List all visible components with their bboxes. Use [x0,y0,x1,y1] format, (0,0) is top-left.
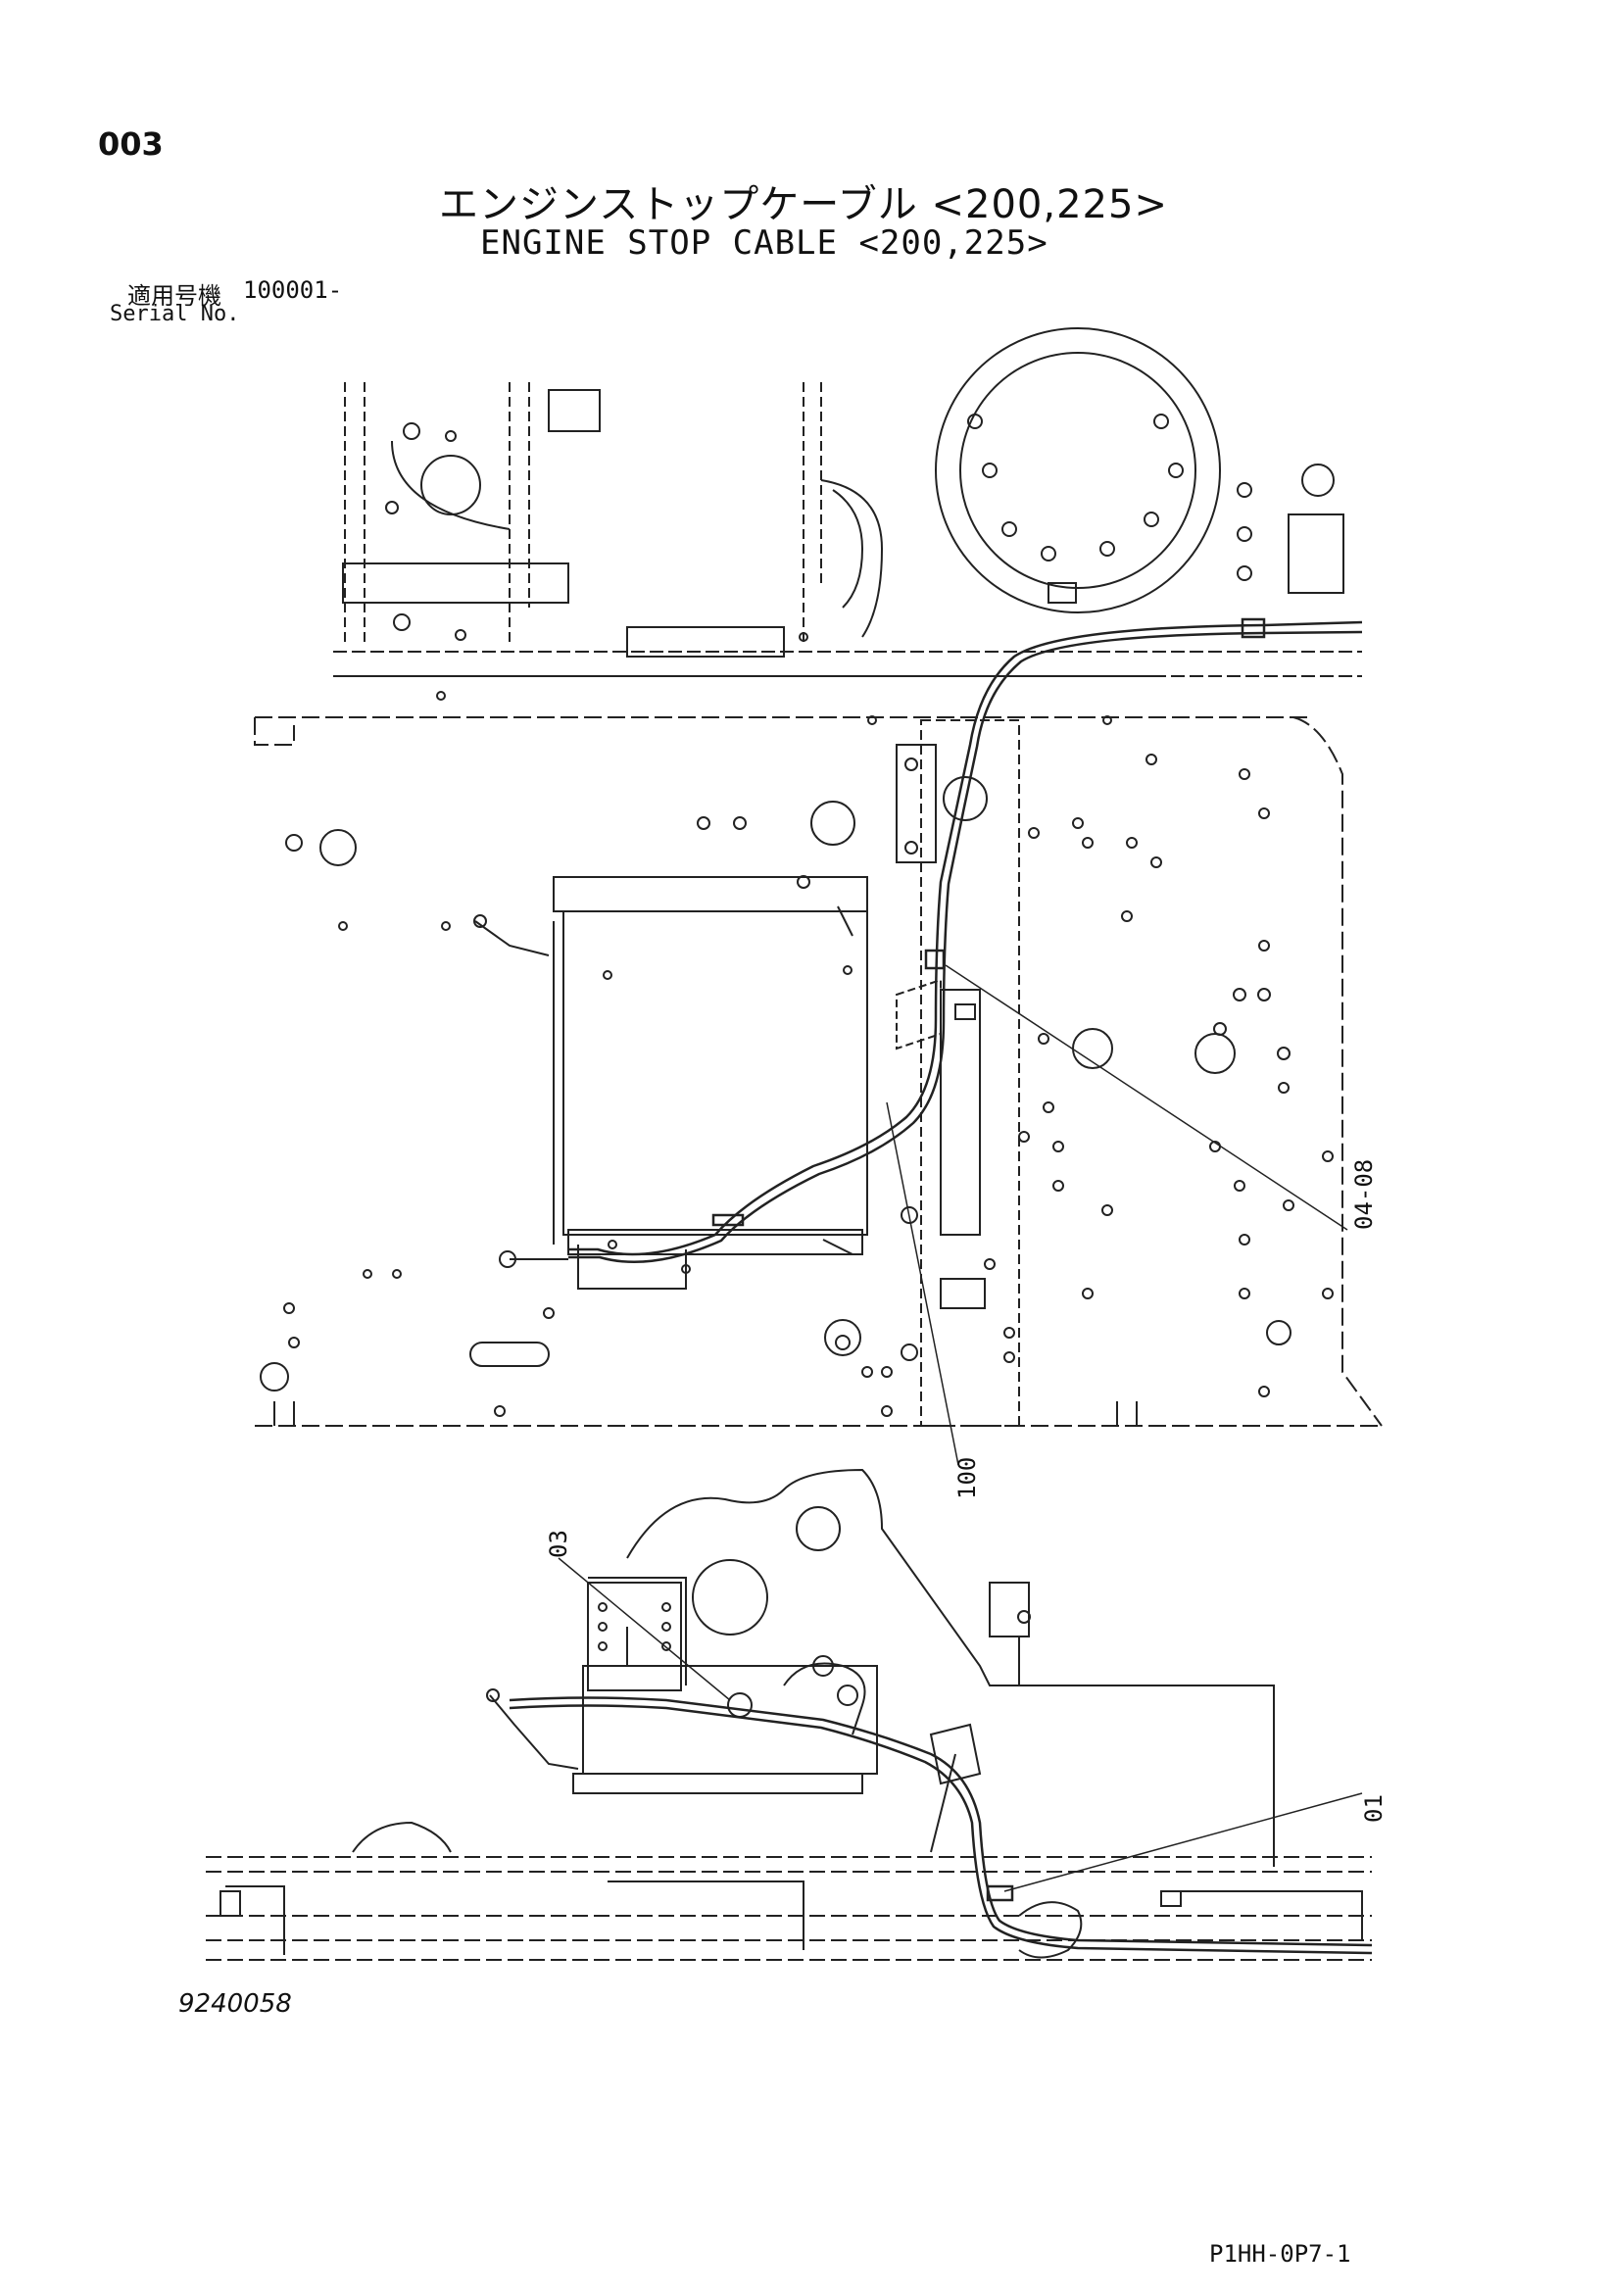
callout-100: 100 [953,1457,981,1499]
callout-03: 03 [545,1530,572,1558]
page-code: P1HH-0P7-1 [1209,2240,1351,2268]
engine-stop-cable-side [509,1696,1373,1955]
top-view-drawing [254,327,1383,1427]
side-view-drawing [206,1468,1372,1961]
title-japanese: エンジンストップケーブル <200,225> [439,182,1168,227]
serial-number-value: 100001- [243,276,343,304]
leader-lines [558,964,1363,1892]
serial-label-japanese: 適用号機 [127,282,221,310]
drawing-number: 9240058 [178,1989,292,2019]
leader-100 [886,1101,959,1466]
leader-03 [558,1557,731,1701]
callout-01: 01 [1360,1794,1388,1823]
leader-01 [1003,1792,1363,1892]
callout-04-08: 04-08 [1350,1159,1378,1230]
serial-label-english: Serial No. [110,302,240,326]
title-english: ENGINE STOP CABLE <200,225> [480,223,1048,263]
engine-stop-cable-top [568,617,1363,1264]
leader-04-08 [945,964,1348,1231]
page-number: 003 [98,125,164,163]
